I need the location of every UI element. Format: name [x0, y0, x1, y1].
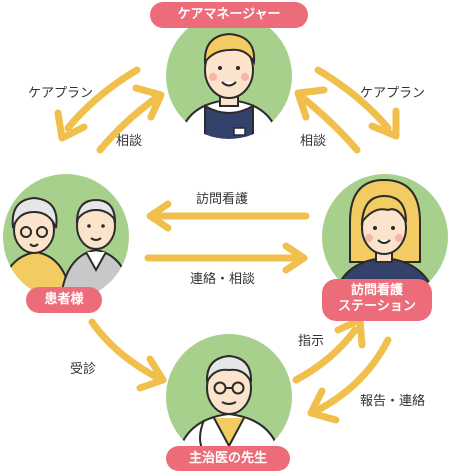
arrow-care-plan-right — [314, 66, 400, 140]
care-manager-node — [166, 13, 292, 139]
arrow-consult-left — [96, 84, 165, 154]
arrow-care-plan-left — [54, 66, 141, 142]
edge-label-care-plan-left: ケアプラン — [28, 86, 94, 101]
edge-label-consult-right: 相談 — [300, 134, 327, 149]
arrow-contact-consult — [144, 242, 308, 274]
arrow-report-contact — [307, 336, 392, 424]
nursing-station-label-line1: 訪問看護 — [350, 283, 403, 298]
care-manager-label: ケアマネージャー — [150, 2, 308, 28]
arrow-home-nursing — [146, 200, 310, 232]
patient-label: 患者様 — [26, 287, 102, 313]
edge-label-contact-consult: 連絡・相談 — [190, 272, 256, 287]
edge-label-visit: 受診 — [70, 362, 97, 377]
edge-label-home-nursing: 訪問看護 — [196, 192, 249, 207]
edge-label-instruction: 指示 — [298, 334, 325, 349]
edge-label-report-contact: 報告・連絡 — [360, 394, 426, 409]
edge-label-consult-left: 相談 — [116, 134, 143, 149]
nursing-station-label: 訪問看護 ステーション — [322, 279, 432, 321]
arrows — [54, 66, 400, 424]
edge-label-care-plan-right: ケアプラン — [360, 86, 426, 101]
arrow-instruction — [292, 316, 366, 384]
arrow-visit — [88, 318, 167, 392]
nursing-station-label-line2: ステーション — [338, 299, 416, 315]
doctor-label: 主治医の先生 — [166, 446, 290, 471]
arrow-consult-right — [294, 86, 361, 154]
